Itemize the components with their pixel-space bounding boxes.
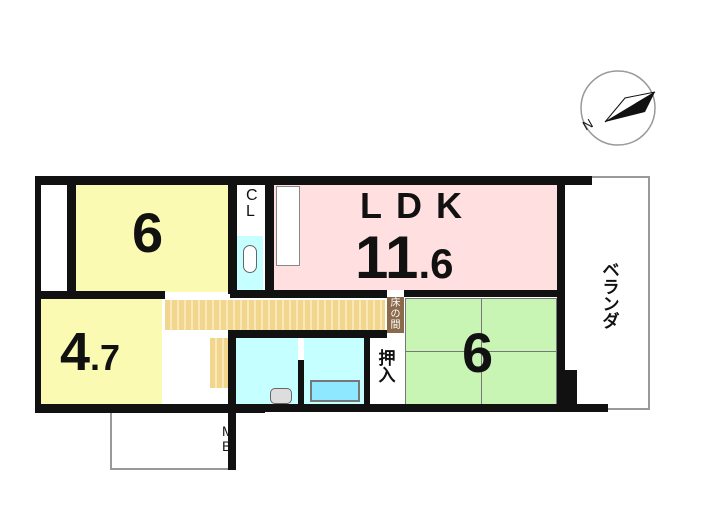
wall	[230, 290, 387, 298]
western-room-6	[75, 184, 235, 292]
wall	[228, 330, 387, 338]
balcony	[590, 176, 650, 410]
wall	[67, 176, 76, 292]
entry-step	[210, 338, 230, 388]
tokonoma	[387, 297, 404, 333]
balcony-label: ベランダ	[602, 261, 620, 331]
tatami-lines	[405, 298, 557, 405]
ldk-size: 11.6	[355, 228, 453, 288]
size-decimal: .6	[418, 240, 454, 287]
hallway	[165, 300, 385, 330]
western-room-4-7-size: 4.7	[60, 325, 120, 379]
tokonoma-label: 床の間	[390, 298, 401, 331]
wall	[35, 291, 165, 299]
wall	[228, 176, 237, 294]
sink-icon	[270, 388, 292, 404]
size-decimal: .7	[90, 337, 121, 378]
wall	[35, 176, 592, 185]
wall	[364, 334, 370, 406]
kitchen-counter	[276, 186, 300, 266]
wall	[298, 360, 304, 406]
meter-box-m: M	[222, 423, 234, 439]
wall	[557, 370, 577, 410]
oshiire	[370, 334, 404, 405]
wall	[228, 404, 608, 412]
ldk-room	[274, 184, 557, 290]
oshiire-label: 押入	[378, 349, 396, 385]
closet-c: C	[246, 187, 258, 204]
size-main: 11	[355, 224, 419, 291]
meter-box-b: B	[222, 438, 232, 454]
wall	[265, 176, 274, 294]
wall	[228, 330, 236, 470]
wall	[404, 290, 565, 297]
toilet-bowl-icon	[243, 245, 257, 273]
western-room-6-size: 6	[132, 201, 164, 264]
wall	[35, 404, 265, 413]
western-room-4-7	[40, 298, 162, 405]
bathtub-icon	[310, 380, 360, 402]
japanese-room-size: 6	[462, 321, 494, 384]
compass: N	[575, 70, 663, 150]
entrance	[110, 405, 230, 470]
ldk-label: LDK	[360, 185, 476, 226]
closet-l: L	[246, 203, 255, 220]
closet	[237, 186, 269, 230]
size-main: 4	[60, 322, 91, 382]
compass-arrow-icon	[580, 70, 656, 146]
